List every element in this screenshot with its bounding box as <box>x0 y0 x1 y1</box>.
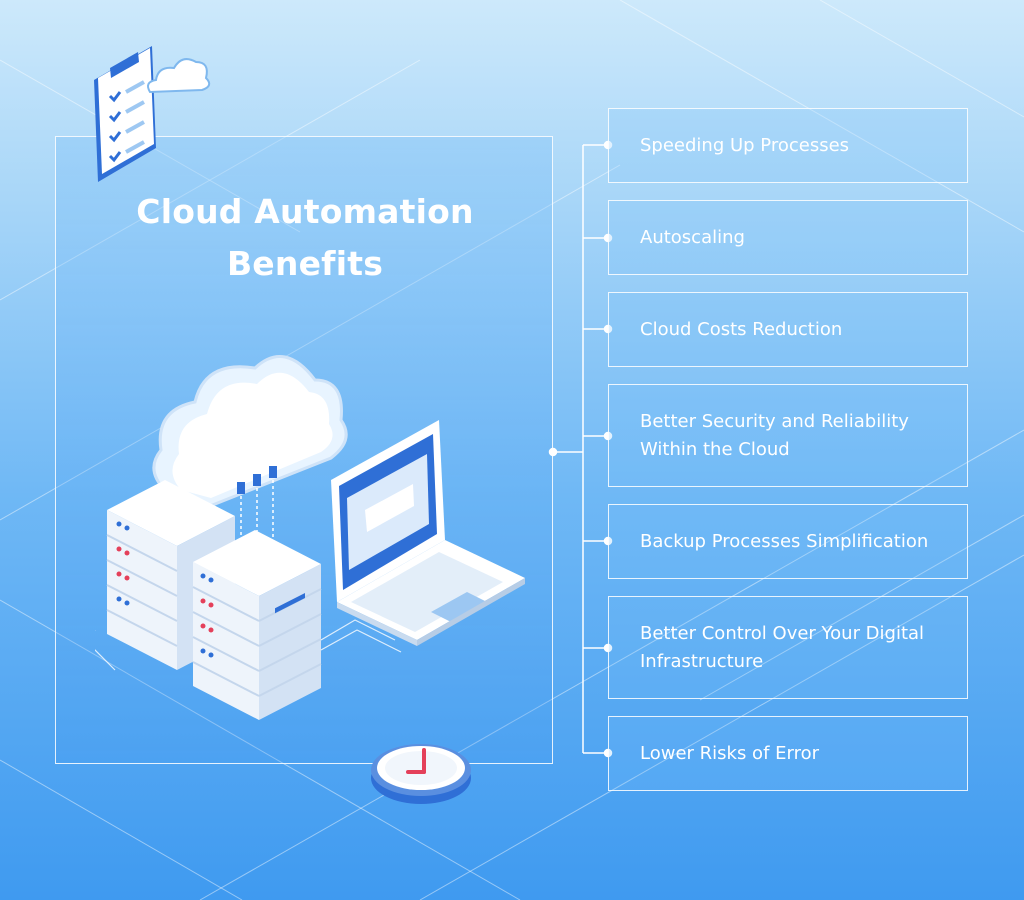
server-rack-icon <box>192 530 322 720</box>
benefit-item-lower-risk: Lower Risks of Error <box>608 716 968 791</box>
benefit-label: Autoscaling <box>640 226 745 248</box>
benefit-label: Speeding Up Processes <box>640 134 850 156</box>
benefit-item-backup: Backup Processes Simplification <box>608 504 968 579</box>
cloud-icon <box>147 58 211 94</box>
benefit-item-autoscaling: Autoscaling <box>608 200 968 275</box>
clock-icon <box>371 744 471 804</box>
laptop-icon <box>331 420 525 646</box>
benefit-label: Lower Risks of Error <box>640 742 819 764</box>
benefit-item-cost-reduction: Cloud Costs Reduction <box>608 292 968 367</box>
title-line-2: Benefits <box>226 244 384 283</box>
cloud-infrastructure-illustration <box>95 354 525 720</box>
benefit-label: Better Control Over Your Digital Infrast… <box>640 622 925 672</box>
server-rack-icon <box>106 480 235 670</box>
benefit-item-security: Better Security and Reliability Within t… <box>608 384 968 487</box>
title-line-1: Cloud Automation <box>136 192 474 231</box>
checklist-icon <box>94 46 211 182</box>
page-title: Cloud Automation Benefits <box>110 186 500 290</box>
cloud-icon <box>152 354 348 511</box>
benefit-label: Better Security and Reliability Within t… <box>640 410 909 460</box>
benefit-label: Backup Processes Simplification <box>640 530 929 552</box>
benefit-item-control: Better Control Over Your Digital Infrast… <box>608 596 968 699</box>
benefit-label: Cloud Costs Reduction <box>640 318 843 340</box>
benefit-item-speeding-up: Speeding Up Processes <box>608 108 968 183</box>
